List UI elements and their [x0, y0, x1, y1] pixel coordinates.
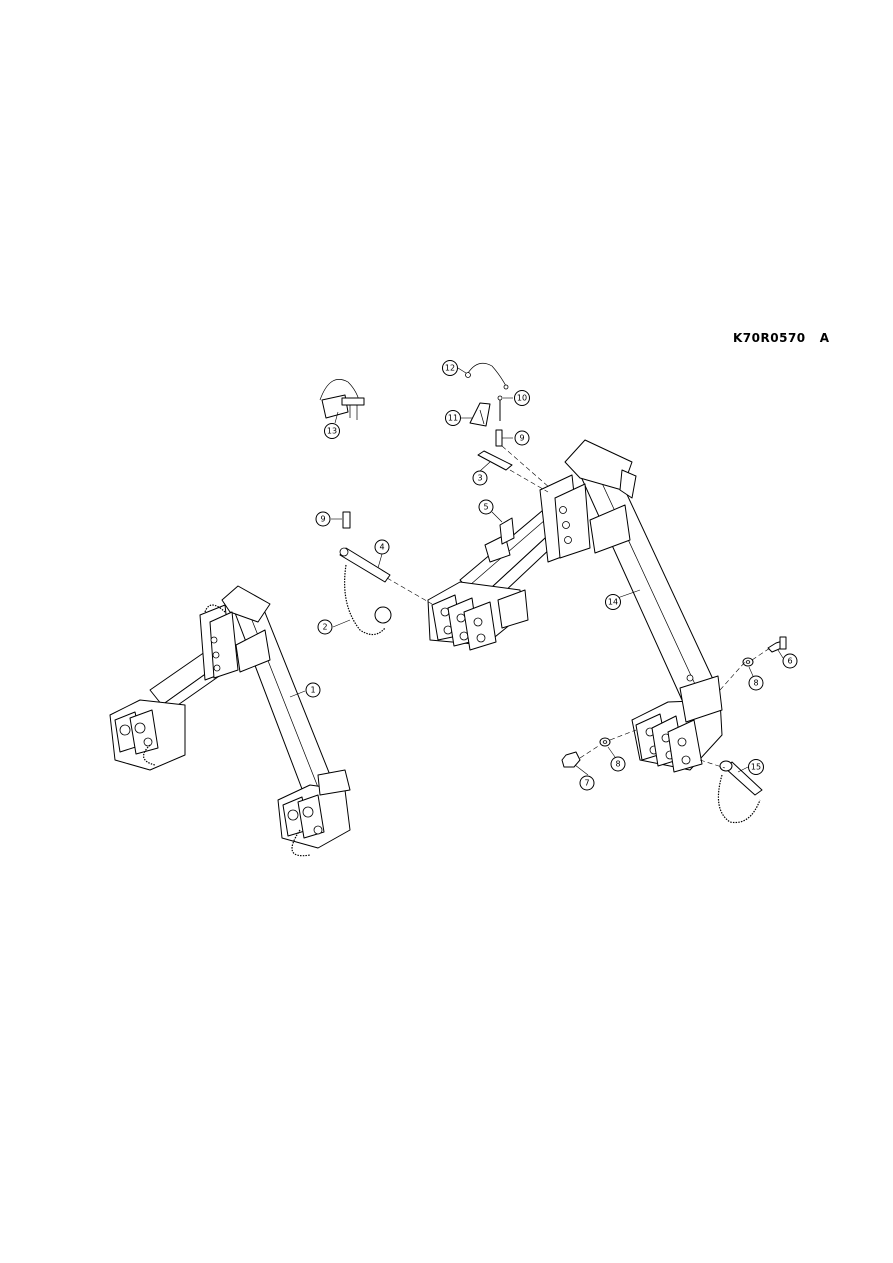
callout-8-right-label: 8: [753, 679, 758, 688]
callout-12: 12: [442, 360, 458, 376]
callout-8-bottom: 8: [610, 756, 626, 772]
drawing-revision: A: [819, 331, 830, 345]
callout-9-upper: 9: [514, 430, 530, 446]
callout-6: 6: [782, 653, 798, 669]
callout-3-label: 3: [477, 474, 482, 483]
callout-2: 2: [317, 619, 333, 635]
callout-4: 4: [374, 539, 390, 555]
callout-14-label: 14: [608, 598, 618, 607]
right-frame-assembly: [427, 439, 723, 773]
callout-10-label: 10: [517, 394, 527, 403]
callout-8-right: 8: [748, 675, 764, 691]
callout-3: 3: [472, 470, 488, 486]
callout-13-label: 13: [327, 427, 337, 436]
left-frame-assembly: [109, 585, 351, 857]
callout-14: 14: [605, 594, 621, 610]
callout-15: 15: [748, 759, 764, 775]
loose-parts: [319, 362, 787, 824]
callout-8-bottom-label: 8: [615, 760, 620, 769]
callout-11: 11: [445, 410, 461, 426]
callout-12-label: 12: [445, 364, 455, 373]
callout-9-middle: 9: [315, 511, 331, 527]
assembly-centre-lines: [386, 445, 771, 769]
callout-7-label: 7: [584, 779, 589, 788]
callout-4-label: 4: [379, 543, 384, 552]
callout-9-upper-label: 9: [519, 434, 524, 443]
callout-6-label: 6: [787, 657, 792, 666]
callout-5-label: 5: [483, 503, 488, 512]
callout-2-label: 2: [322, 623, 327, 632]
callout-9-middle-label: 9: [320, 515, 325, 524]
callout-7: 7: [579, 775, 595, 791]
callout-15-label: 15: [751, 763, 761, 772]
drawing-number: K70R0570: [733, 331, 806, 345]
callout-10: 10: [514, 390, 530, 406]
callout-11-label: 11: [448, 414, 458, 423]
callout-1-label: 1: [310, 686, 315, 695]
drawing-reference: K70R0570 A: [733, 331, 829, 345]
callout-1: 1: [305, 682, 321, 698]
callout-5: 5: [478, 499, 494, 515]
callout-13: 13: [324, 423, 340, 439]
